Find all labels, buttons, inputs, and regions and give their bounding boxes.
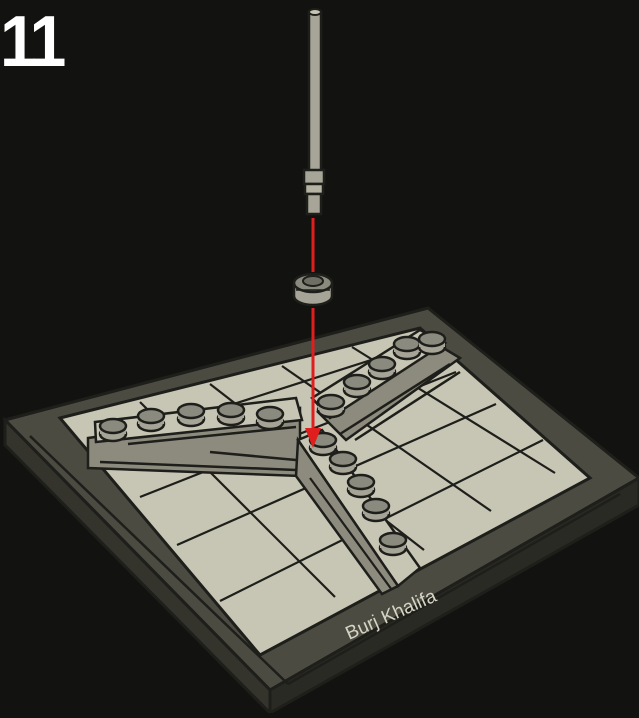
stud <box>369 357 395 379</box>
stud <box>257 407 283 429</box>
antenna-rod-part <box>304 9 324 214</box>
round-plate-part <box>294 274 332 305</box>
stud <box>178 404 204 426</box>
stud <box>344 375 370 397</box>
stud <box>138 409 164 431</box>
step-number: 11 <box>0 2 63 82</box>
stud <box>330 452 356 474</box>
stud <box>100 419 126 441</box>
stud <box>218 403 244 425</box>
stud <box>419 332 445 354</box>
stud <box>348 475 374 497</box>
stud <box>394 337 420 359</box>
stud <box>318 395 344 417</box>
stud <box>380 533 406 555</box>
stud <box>363 499 389 521</box>
